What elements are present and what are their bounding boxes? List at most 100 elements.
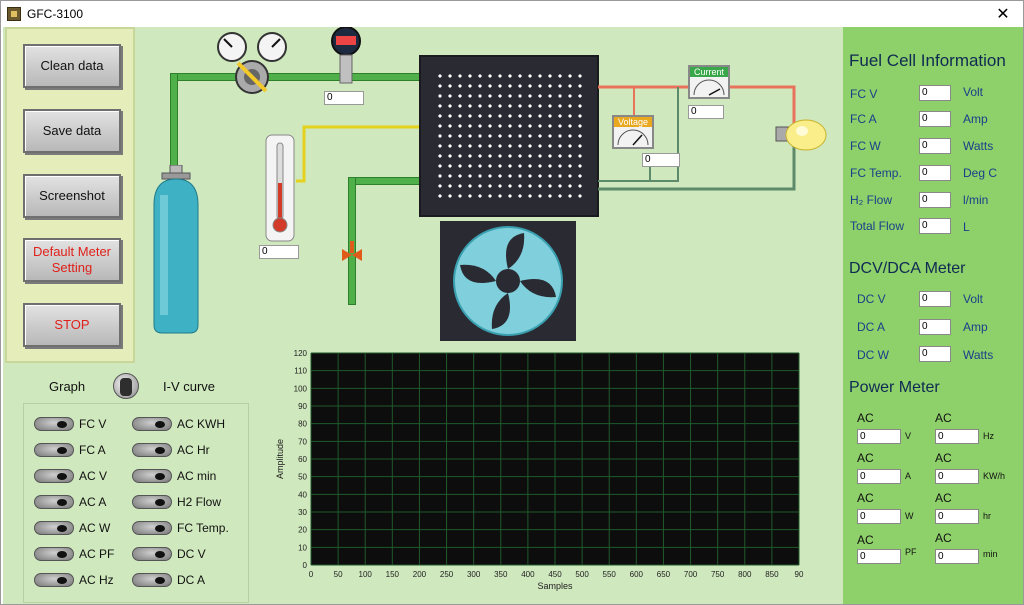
screenshot-button[interactable]: Screenshot <box>23 174 121 218</box>
channel-toggle-fc-temp[interactable]: FC Temp. <box>132 518 229 538</box>
pm-ac-v-unit: V <box>905 431 912 441</box>
temperature-readout-field: 0 <box>259 245 299 259</box>
title-bar: GFC-3100 ✕ <box>1 1 1023 27</box>
current-readout-field: 0 <box>688 105 724 119</box>
pm-ac-min-unit: min <box>983 549 998 559</box>
save-data-button[interactable]: Save data <box>23 109 121 153</box>
pm-ac-a-field: 0 <box>857 469 901 484</box>
pm-ac-a-unit: A <box>905 471 912 481</box>
purge-valve-icon <box>342 241 362 261</box>
channel-toggle-ac-kwh[interactable]: AC KWH <box>132 414 225 434</box>
dc-a-label: DC A <box>857 320 886 334</box>
hydrogen-riser-pipe <box>170 73 178 173</box>
y-tick-label: 0 <box>303 561 308 570</box>
fc-a-label: FC A <box>850 112 877 126</box>
mode-switch-row: Graph I-V curve <box>5 371 255 405</box>
close-icon[interactable]: ✕ <box>996 6 1010 23</box>
channel-toggle-ac-hz[interactable]: AC Hz <box>34 570 114 590</box>
dc-w-label: DC W <box>857 348 889 362</box>
voltage-readout-field: 0 <box>642 153 680 167</box>
y-tick-label: 100 <box>294 384 308 393</box>
channel-toggle-fc-a[interactable]: FC A <box>34 440 106 460</box>
channel-toggle-ac-min[interactable]: AC min <box>132 466 216 486</box>
pm-ac-kwh-unit: KW/h <box>983 471 1006 481</box>
total-flow-field: 0 <box>919 218 951 234</box>
pm-ac-label: AC <box>857 411 874 425</box>
dc-v-field: 0 <box>919 291 951 307</box>
led-toggle-icon <box>132 495 172 509</box>
led-toggle-icon <box>132 469 172 483</box>
hydrogen-supply-pipe <box>174 73 420 81</box>
dc-a-unit: Amp <box>963 320 988 334</box>
channel-toggle-ac-w[interactable]: AC W <box>34 518 110 538</box>
y-tick-label: 10 <box>298 543 307 552</box>
x-tick-label: 50 <box>334 570 343 579</box>
x-tick-label: 400 <box>521 570 535 579</box>
pm-ac-min-field: 0 <box>935 549 979 564</box>
temperature-sensor-wire <box>296 125 462 183</box>
stack-cell-grid <box>435 71 585 201</box>
channel-toggle-ac-hr[interactable]: AC Hr <box>132 440 210 460</box>
y-tick-label: 20 <box>298 526 307 535</box>
channel-toggle-fc-v[interactable]: FC V <box>34 414 106 434</box>
load-circuit-wires <box>598 85 796 191</box>
total-flow-unit: L <box>963 220 970 234</box>
iv-curve-mode-label: I-V curve <box>163 379 216 394</box>
flow-meter-icon <box>331 27 361 84</box>
channel-toggle-dc-v[interactable]: DC V <box>132 544 206 564</box>
stop-button[interactable]: STOP <box>23 303 121 347</box>
app-icon <box>7 7 21 21</box>
fc-w-field: 0 <box>919 138 951 154</box>
dc-v-label: DC V <box>857 292 886 306</box>
readings-panel: Fuel Cell Information FC V 0 Volt FC A 0… <box>843 27 1023 604</box>
channel-toggle-ac-pf[interactable]: AC PF <box>34 544 114 564</box>
x-tick-label: 750 <box>711 570 725 579</box>
x-tick-label: 350 <box>494 570 508 579</box>
pm-ac-label: AC <box>935 411 952 425</box>
fuel-cell-stack <box>419 55 599 217</box>
hydrogen-cylinder-icon <box>153 165 199 334</box>
channel-toggle-h2-flow[interactable]: H2 Flow <box>132 492 221 512</box>
pm-ac-hr-field: 0 <box>935 509 979 524</box>
x-tick-label: 700 <box>684 570 698 579</box>
channel-toggle-ac-v[interactable]: AC V <box>34 466 107 486</box>
pm-ac-v-field: 0 <box>857 429 901 444</box>
mode-toggle-switch[interactable] <box>113 373 139 399</box>
x-tick-label: 150 <box>386 570 400 579</box>
dc-w-field: 0 <box>919 346 951 362</box>
dc-v-unit: Volt <box>963 292 984 306</box>
y-tick-label: 30 <box>298 508 307 517</box>
led-toggle-icon <box>34 469 74 483</box>
voltage-needle-icon <box>617 129 649 146</box>
client-area: Clean data Save data Screenshot Default … <box>3 27 1023 604</box>
channel-toggle-ac-a[interactable]: AC A <box>34 492 106 512</box>
pm-ac-label: AC <box>935 491 952 505</box>
x-tick-label: 90 <box>795 570 804 579</box>
graph-mode-label: Graph <box>49 379 86 394</box>
led-toggle-icon <box>132 573 172 587</box>
x-tick-label: 500 <box>575 570 589 579</box>
fc-temp-field: 0 <box>919 165 951 181</box>
x-tick-label: 650 <box>657 570 671 579</box>
voltage-meter-label: Voltage <box>614 117 652 127</box>
led-toggle-icon <box>132 547 172 561</box>
fc-temp-label: FC Temp. <box>850 166 902 180</box>
graph-controls: Graph I-V curve FC V FC A AC V AC A AC W… <box>5 363 255 604</box>
x-tick-label: 800 <box>738 570 752 579</box>
pm-ac-kwh-field: 0 <box>935 469 979 484</box>
x-tick-label: 450 <box>548 570 562 579</box>
led-toggle-icon <box>34 417 74 431</box>
light-bulb-icon <box>775 119 827 151</box>
pm-ac-hz-unit: Hz <box>983 431 994 441</box>
y-tick-label: 50 <box>298 473 307 482</box>
current-meter-label: Current <box>690 67 728 77</box>
default-meter-setting-button[interactable]: Default Meter Setting <box>23 238 121 282</box>
x-tick-label: 300 <box>467 570 481 579</box>
fc-a-unit: Amp <box>963 112 988 126</box>
pm-ac-label: AC <box>935 451 952 465</box>
channel-selector: FC V FC A AC V AC A AC W AC PF AC Hz AC … <box>23 403 249 603</box>
channel-toggle-dc-a[interactable]: DC A <box>132 570 205 590</box>
clean-data-button[interactable]: Clean data <box>23 44 121 88</box>
